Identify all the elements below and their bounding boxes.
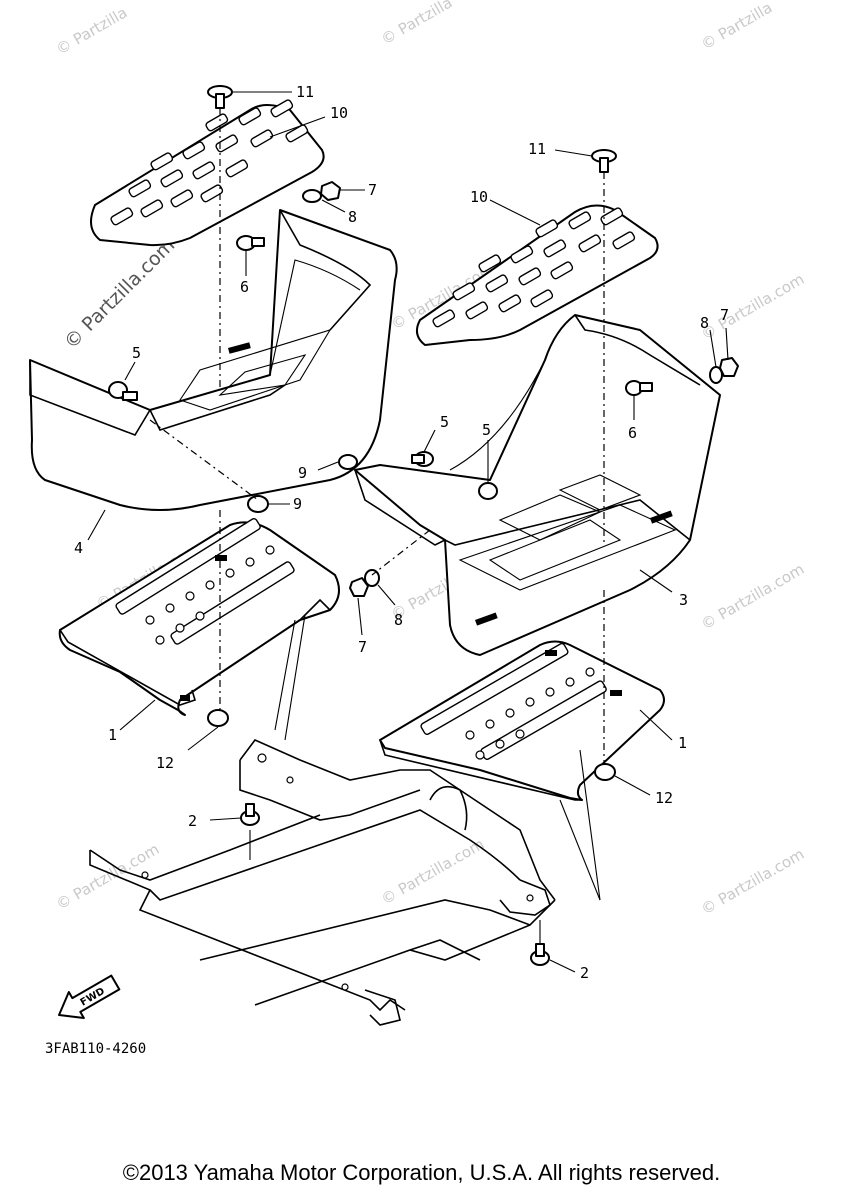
frame xyxy=(89,739,556,1026)
label-8: 8 xyxy=(700,314,709,332)
fwd-arrow-icon: FWD xyxy=(58,974,121,1019)
leader-lines xyxy=(87,91,729,973)
right-guard-plate xyxy=(379,640,665,801)
alignment-lines xyxy=(149,108,605,945)
label-2: 2 xyxy=(188,812,197,830)
label-7: 7 xyxy=(358,638,367,656)
label-3: 3 xyxy=(679,591,688,609)
copyright-notice: ©2013 Yamaha Motor Corporation, U.S.A. A… xyxy=(122,1160,721,1185)
label-9: 9 xyxy=(298,464,307,482)
label-10: 10 xyxy=(470,188,488,206)
label-11: 11 xyxy=(528,140,546,158)
label-8: 8 xyxy=(348,208,357,226)
right-footrest-body xyxy=(354,314,721,656)
watermark: © Partzilla.com xyxy=(698,270,807,343)
label-6: 6 xyxy=(240,278,249,296)
label-11: 11 xyxy=(296,83,314,101)
label-2: 2 xyxy=(580,964,589,982)
label-5: 5 xyxy=(132,344,141,362)
left-footrest-body xyxy=(29,209,398,511)
watermark: © Partzilla xyxy=(698,0,775,53)
part-labels: 11 10 7 8 6 5 9 4 1 12 11 10 8 7 6 5 5 9… xyxy=(74,83,729,982)
left-guard-plate xyxy=(58,517,340,716)
watermark: © Partzilla.com xyxy=(698,845,807,918)
label-5: 5 xyxy=(440,413,449,431)
watermark: © Partzilla.com xyxy=(698,560,807,633)
watermark: © Partzilla xyxy=(378,0,455,48)
label-12: 12 xyxy=(655,789,673,807)
label-10: 10 xyxy=(330,104,348,122)
label-7: 7 xyxy=(368,181,377,199)
label-5: 5 xyxy=(482,421,491,439)
label-6: 6 xyxy=(628,424,637,442)
watermark-large: © Partzilla.com xyxy=(60,234,179,353)
right-footrest-mat xyxy=(415,204,659,346)
label-8: 8 xyxy=(394,611,403,629)
label-1: 1 xyxy=(678,734,687,752)
reference-code: 3FAB110-4260 xyxy=(45,1041,146,1057)
label-12: 12 xyxy=(156,754,174,772)
watermark: © Partzilla.com xyxy=(378,835,487,908)
label-7: 7 xyxy=(720,306,729,324)
label-9: 9 xyxy=(293,495,302,513)
watermark: © Partzilla xyxy=(53,3,130,58)
left-footrest-mat xyxy=(90,99,325,247)
label-1: 1 xyxy=(108,726,117,744)
label-4: 4 xyxy=(74,539,83,557)
